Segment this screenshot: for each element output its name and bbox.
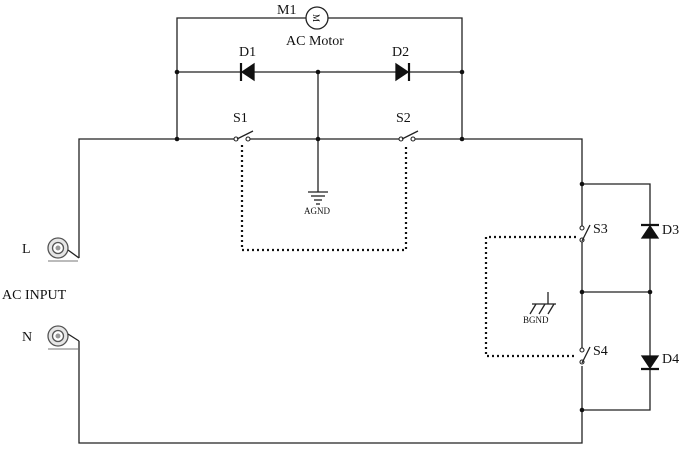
switch-s3 bbox=[579, 224, 591, 243]
agnd-ground-icon bbox=[308, 191, 328, 205]
junction-dots-right bbox=[579, 181, 653, 413]
agnd-label: AGND bbox=[304, 206, 330, 216]
motor-name-label: AC Motor bbox=[286, 34, 344, 49]
terminal-l-icon bbox=[47, 237, 80, 262]
line-terminal-label: L bbox=[22, 242, 31, 257]
s1-s2-mechanical-link bbox=[240, 145, 408, 252]
switch-s1-label: S1 bbox=[233, 111, 248, 126]
motor-loop-wires bbox=[176, 17, 463, 139]
diode-d3 bbox=[640, 223, 660, 239]
diode-d3-label: D3 bbox=[662, 223, 679, 238]
diode-d1-label: D1 bbox=[239, 45, 256, 60]
bgnd-ground-icon bbox=[529, 303, 556, 315]
motor-m1: M bbox=[305, 6, 329, 30]
switch-s3-label: S3 bbox=[593, 222, 608, 237]
motor-symbol-glyph: M bbox=[311, 14, 321, 22]
junction-dots-top bbox=[174, 69, 465, 142]
motor-ref-label: M1 bbox=[277, 3, 296, 18]
diode-d2-label: D2 bbox=[392, 45, 409, 60]
diode-d4 bbox=[640, 355, 660, 371]
diode-d4-label: D4 bbox=[662, 352, 679, 367]
diode-d1 bbox=[239, 62, 255, 82]
bgnd-label: BGND bbox=[523, 315, 549, 325]
s3-s4-mechanical-link bbox=[484, 235, 576, 358]
switch-row-wires bbox=[78, 138, 583, 258]
switch-s4 bbox=[579, 346, 591, 365]
switch-s2-label: S2 bbox=[396, 111, 411, 126]
switch-s1 bbox=[233, 130, 254, 142]
ac-input-label: AC INPUT bbox=[2, 288, 67, 303]
diode-d2 bbox=[395, 62, 411, 82]
switch-s2 bbox=[398, 130, 419, 142]
switch-s4-label: S4 bbox=[593, 344, 608, 359]
right-section-wires bbox=[78, 183, 651, 444]
terminal-n-icon bbox=[47, 325, 80, 350]
neutral-terminal-label: N bbox=[22, 330, 32, 345]
